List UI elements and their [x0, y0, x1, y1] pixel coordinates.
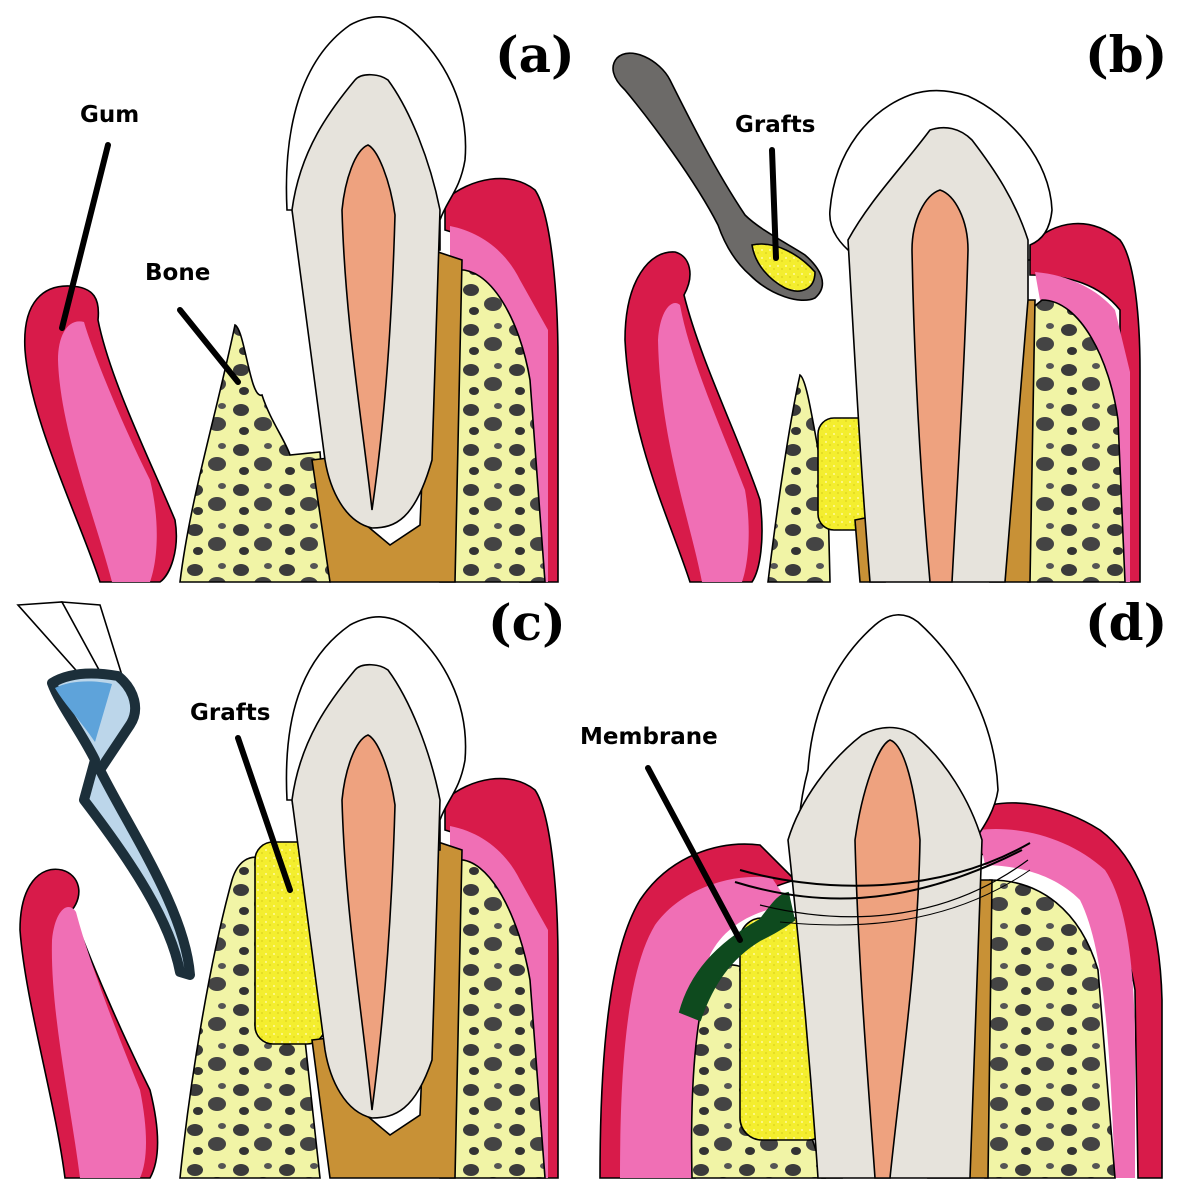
- pulp-c: [341, 734, 396, 1111]
- panel-c: (c) Grafts: [16, 593, 566, 1179]
- panel-a: (a) Gum Bone: [24, 16, 575, 583]
- leader-grafts-c: [235, 735, 293, 893]
- spoon-graft: [751, 243, 816, 292]
- label-membrane: Membrane: [580, 724, 718, 750]
- gum-left-inner-c: [51, 907, 146, 1178]
- leader-membrane: [645, 765, 743, 943]
- panel-letter-a: (a): [495, 25, 575, 84]
- gum-left-inner-a: [58, 321, 157, 582]
- bone-right-b: [1027, 299, 1126, 583]
- label-grafts-b: Grafts: [735, 112, 815, 138]
- gum-left-inner-d: [620, 876, 790, 1178]
- panel-d: (d) Membrane: [580, 593, 1167, 1179]
- suture-line-3: [759, 859, 1029, 918]
- panel-letter-b: (b): [1085, 25, 1167, 84]
- bone-right-d: [984, 879, 1116, 1179]
- pulp-a: [341, 144, 396, 511]
- leader-gum: [59, 142, 111, 331]
- panel-b: (b) Grafts: [612, 25, 1167, 583]
- panel-letter-c: (c): [488, 593, 566, 652]
- membrane-held: [47, 668, 195, 980]
- spoon-instrument: [612, 52, 824, 302]
- bone-right-c: [439, 859, 546, 1179]
- label-gum: Gum: [80, 102, 139, 128]
- membrane-fold-blue: [55, 681, 112, 742]
- gum-right-inner-d: [978, 828, 1135, 1178]
- pulp-d: [854, 739, 921, 1179]
- label-grafts-c: Grafts: [190, 700, 270, 726]
- leader-grafts-b: [769, 147, 779, 261]
- bone-right-a: [439, 269, 546, 583]
- gum-right-inner-b: [1035, 272, 1130, 582]
- suture-line-4: [779, 869, 1031, 926]
- label-bone: Bone: [145, 260, 210, 286]
- membrane-d: [678, 891, 796, 1022]
- suture-line-1: [734, 849, 1023, 900]
- pulp-b: [911, 189, 969, 583]
- gum-left-inner-b: [658, 303, 749, 582]
- panel-letter-d: (d): [1085, 593, 1167, 652]
- suture-line-2: [739, 842, 1031, 887]
- bone-crest-a: [179, 323, 331, 583]
- leader-bone: [177, 307, 241, 385]
